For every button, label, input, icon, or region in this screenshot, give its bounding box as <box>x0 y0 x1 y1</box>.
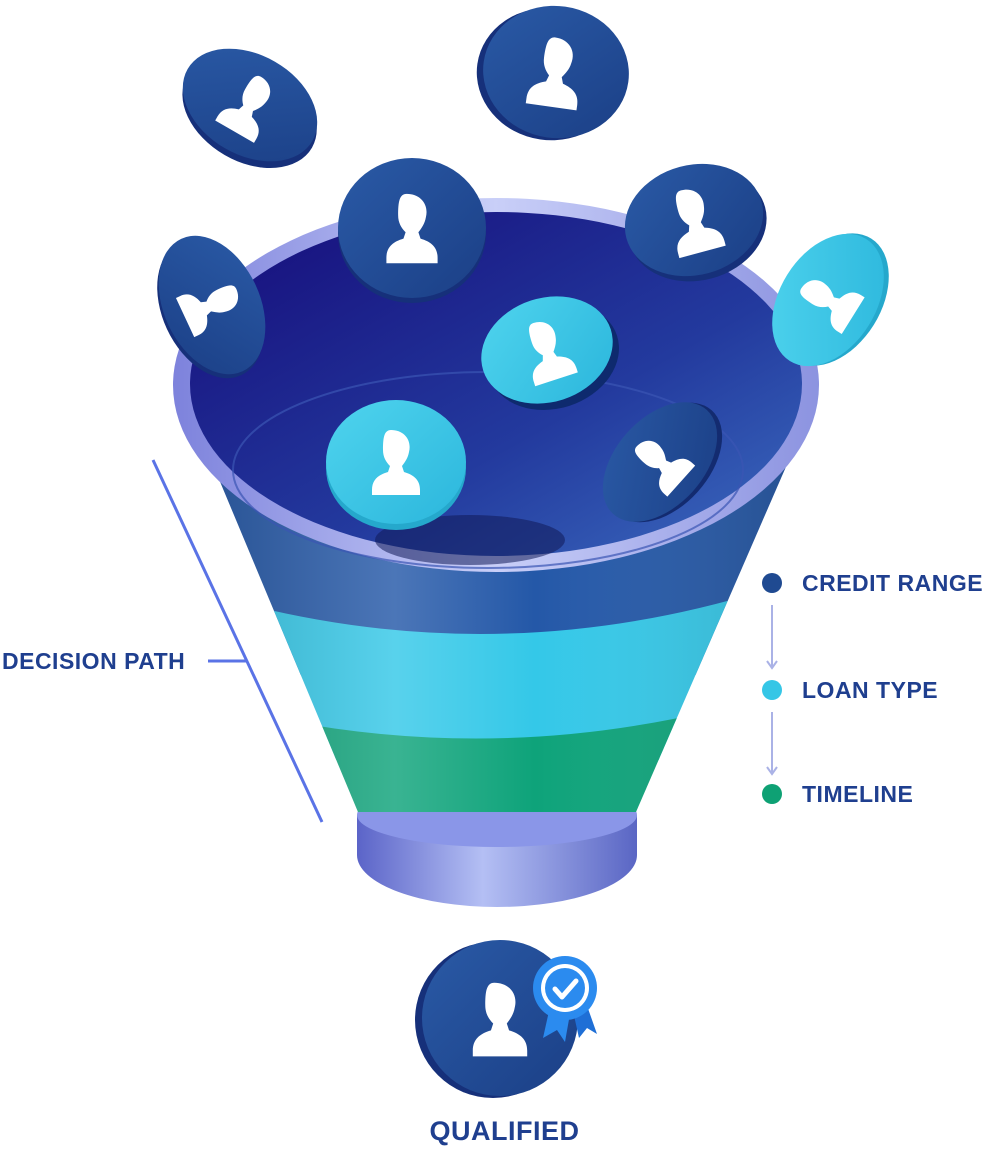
down-arrow-icon <box>766 712 778 776</box>
coin <box>624 163 767 282</box>
coin <box>481 296 619 410</box>
coin <box>326 400 466 530</box>
coin <box>602 402 723 523</box>
stage-connectors <box>766 605 778 776</box>
stage-timeline: TIMELINE <box>762 780 913 808</box>
decision-path-bracket <box>151 459 324 823</box>
coin <box>476 5 629 141</box>
coins <box>157 5 889 530</box>
stage-dot <box>762 784 782 804</box>
stage-label: TIMELINE <box>802 780 914 807</box>
decision-path-label: DECISION PATH <box>2 648 186 674</box>
stage-dot <box>762 680 782 700</box>
stage-credit-range: CREDIT RANGE <box>762 569 983 597</box>
qualified-label: QUALIFIED <box>429 1116 580 1146</box>
coin <box>182 48 318 169</box>
stage-loan-type: LOAN TYPE <box>762 676 938 704</box>
qualified-coin <box>415 940 597 1098</box>
stage-label: CREDIT RANGE <box>802 569 984 596</box>
coin <box>772 233 889 367</box>
down-arrow-icon <box>766 605 778 670</box>
stage-label: LOAN TYPE <box>802 676 939 703</box>
stage-dot <box>762 573 782 593</box>
coin <box>338 158 486 303</box>
badge-check-icon <box>533 956 597 1042</box>
coin <box>157 235 266 379</box>
